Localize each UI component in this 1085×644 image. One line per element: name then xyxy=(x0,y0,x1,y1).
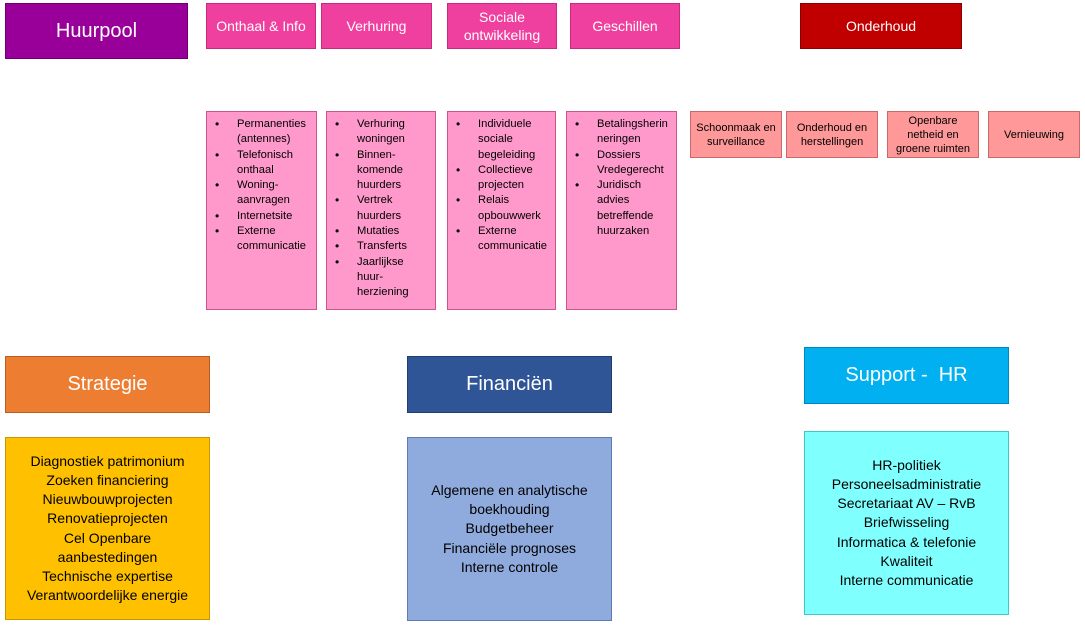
list-item: Permanenties (antennes) xyxy=(213,117,312,148)
list-item: Kwaliteit xyxy=(880,552,933,569)
verhuring-box: Verhuring xyxy=(321,3,432,49)
list-item: Cel Openbare aanbestedingen xyxy=(57,529,158,565)
list-item: Dossiers Vredegerecht xyxy=(573,148,672,179)
list-item: Algemene en analytische boekhouding xyxy=(431,481,588,518)
financien-title: Financiën xyxy=(466,373,553,395)
onthaal-info-box: Onthaal & Info xyxy=(206,3,316,49)
huurpool-label: Huurpool xyxy=(55,19,138,42)
sociale-label-line2: ontwikkeling xyxy=(463,27,541,43)
verhuring-label: Verhuring xyxy=(346,18,407,34)
sociale-ontwikkeling-box: Sociale ontwikkeling xyxy=(447,3,557,49)
list-item: Vertrek huurders xyxy=(333,193,431,224)
list-item: Budgetbeheer xyxy=(465,520,554,537)
geschillen-label: Geschillen xyxy=(592,18,658,34)
list-item: Internetsite xyxy=(213,209,312,225)
support-hr-list-box: HR-politiek Personeelsadministratie Secr… xyxy=(804,431,1009,615)
geschillen-list-box: Betalingsherinneringen Dossiers Vredeger… xyxy=(566,111,677,310)
schoonmaak-label: Schoonmaak en surveillance xyxy=(696,121,776,148)
list-item: Binnen-komende huurders xyxy=(333,148,431,194)
support-hr-header: Support - HR xyxy=(804,347,1009,404)
list-item: Individuele sociale begeleiding xyxy=(454,117,551,163)
financien-list-box: Algemene en analytische boekhouding Budg… xyxy=(407,437,612,621)
list-item: Externe communicatie xyxy=(213,224,312,255)
list-item: Jaarlijkse huur-herziening xyxy=(333,255,431,301)
strategie-header: Strategie xyxy=(5,356,210,413)
list-item: Diagnostiek patrimonium xyxy=(30,452,185,469)
sociale-list-box: Individuele sociale begeleiding Collecti… xyxy=(447,111,556,310)
list-item: Zoeken financiering xyxy=(46,471,169,488)
openbare-netheid-box: Openbare netheid en groene ruimten xyxy=(887,111,979,158)
list-item: Verantwoordelijke energie xyxy=(26,587,189,604)
list-item: Secretariaat AV – RvB xyxy=(837,495,976,512)
list-item: Transferts xyxy=(333,239,431,255)
list-item: Juridisch advies betreffende huurzaken xyxy=(573,178,672,239)
geschillen-box: Geschillen xyxy=(570,3,680,49)
list-item: Externe communicatie xyxy=(454,224,551,255)
list-item: Interne communicatie xyxy=(839,572,974,588)
list-item: Personeelsadministratie xyxy=(831,475,982,492)
strategie-list-box: Diagnostiek patrimonium Zoeken financier… xyxy=(5,437,210,620)
list-item: Betalingsherinneringen xyxy=(573,117,672,148)
list-item: Telefonisch onthaal xyxy=(213,148,312,179)
onderhoud-box: Onderhoud xyxy=(800,3,962,49)
verhuring-list-box: Verhuring woningen Binnen-komende huurde… xyxy=(326,111,436,310)
onderhoud-label: Onderhoud xyxy=(845,18,917,34)
strategie-title: Strategie xyxy=(67,373,148,395)
list-item: Relais opbouwwerk xyxy=(454,193,551,224)
financien-header: Financiën xyxy=(407,356,612,413)
list-item: Woning-aanvragen xyxy=(213,178,312,209)
list-item: Technische expertise xyxy=(42,567,173,584)
vernieuwing-box: Vernieuwing xyxy=(988,111,1080,158)
schoonmaak-box: Schoonmaak en surveillance xyxy=(690,111,782,158)
sociale-label-line1: Sociale xyxy=(479,9,525,25)
openbare-netheid-label: Openbare netheid en groene ruimten xyxy=(896,114,970,155)
herstellingen-box: Onderhoud en herstellingen xyxy=(786,111,878,158)
huurpool-box: Huurpool xyxy=(5,3,188,59)
vernieuwing-label: Vernieuwing xyxy=(1004,128,1064,141)
list-item: HR-politiek xyxy=(872,456,941,473)
support-hr-title: Support - HR xyxy=(845,364,968,386)
herstellingen-label: Onderhoud en herstellingen xyxy=(796,121,868,148)
list-item: Interne controle xyxy=(460,558,559,575)
list-item: Nieuwbouwprojecten xyxy=(42,491,173,508)
onthaal-list-box: Permanenties (antennes) Telefonisch onth… xyxy=(206,111,317,310)
list-item: Verhuring woningen xyxy=(333,117,431,148)
list-item: Informatica & telefonie xyxy=(836,533,977,550)
list-item: Mutaties xyxy=(333,224,431,240)
list-item: Financiële prognoses xyxy=(442,539,577,556)
list-item: Collectieve projecten xyxy=(454,163,551,194)
list-item: Briefwisseling xyxy=(863,514,950,531)
list-item: Renovatieprojecten xyxy=(47,510,168,527)
onthaal-info-label: Onthaal & Info xyxy=(216,18,306,34)
